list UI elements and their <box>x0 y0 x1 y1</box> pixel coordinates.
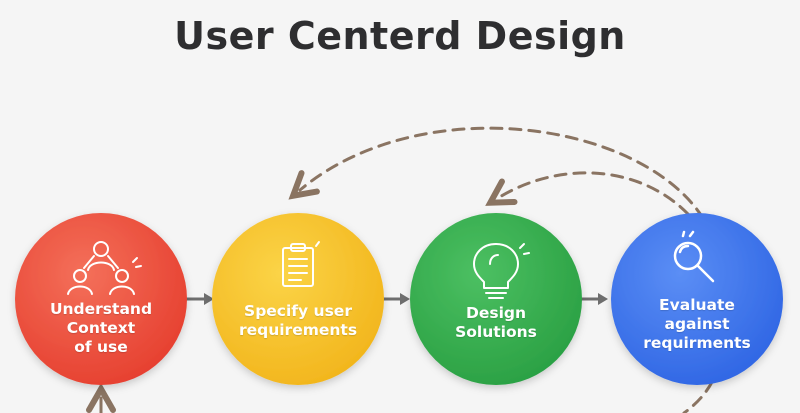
step-label-line: requirments <box>643 334 751 352</box>
step-label-line: Design <box>465 304 527 322</box>
step-label-line: against <box>664 315 730 333</box>
feedback-arrow-bottom-right <box>682 380 714 413</box>
step-label-understand: Understand Context of use <box>26 300 176 357</box>
magnifier-icon <box>673 230 715 283</box>
step-circle-evaluate <box>611 213 783 385</box>
step-label-line: Evaluate <box>659 296 735 314</box>
step-label-line: Understand <box>49 300 153 318</box>
connector-arrow-1 <box>186 293 214 305</box>
step-label-line: of use <box>74 338 128 356</box>
step-label-line: Solutions <box>455 323 537 341</box>
step-label-evaluate: Evaluate against requirments <box>622 296 772 353</box>
connector-arrow-3 <box>580 293 608 305</box>
lightbulb-icon <box>473 243 530 299</box>
step-circle-specify <box>212 213 384 385</box>
step-label-line: requirements <box>238 321 358 339</box>
feedback-arrow-to-design <box>498 171 690 216</box>
step-label-design: Design Solutions <box>421 304 571 342</box>
connector-arrow-2 <box>382 293 410 305</box>
people-network-icon <box>67 241 142 295</box>
step-label-line: Context <box>66 319 136 337</box>
page-title: User Centerd Design <box>174 14 626 58</box>
feedback-arrow-to-specify <box>300 126 705 220</box>
step-circle-understand <box>15 213 187 385</box>
step-label-specify: Specify user requirements <box>223 302 373 340</box>
clipboard-checklist-icon <box>282 241 320 287</box>
step-label-line: Specify user <box>244 302 352 320</box>
